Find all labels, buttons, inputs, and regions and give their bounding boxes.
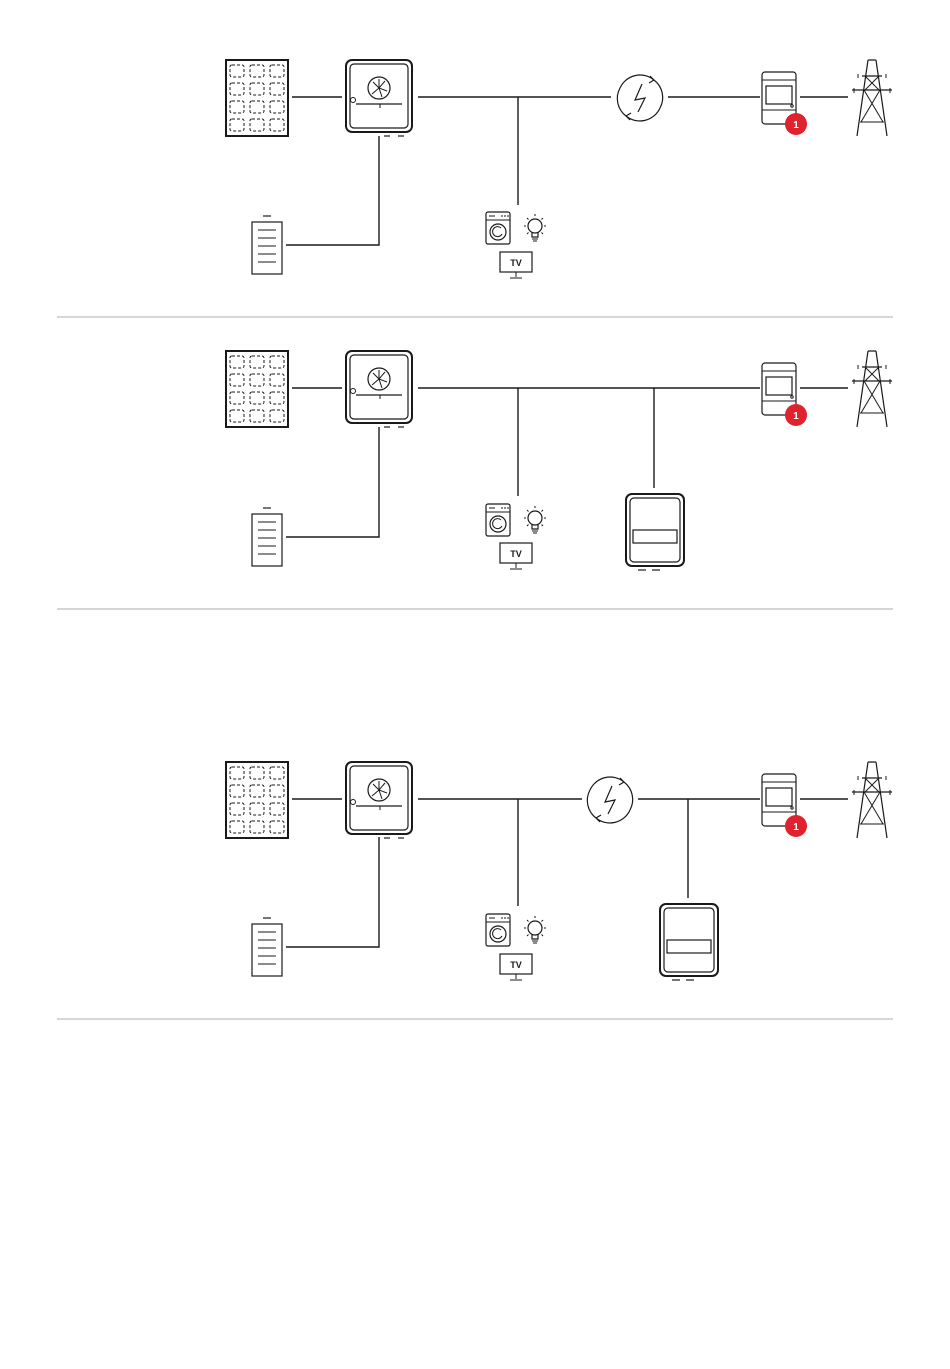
washing-machine-icon	[486, 914, 510, 946]
household-loads-icon: TV	[486, 212, 546, 278]
inverter-icon	[346, 762, 412, 838]
svg-text:1: 1	[793, 411, 799, 422]
power-pylon-icon	[852, 60, 892, 136]
light-bulb-icon	[524, 506, 546, 533]
light-bulb-icon	[524, 214, 546, 241]
solar-panel-icon	[226, 762, 288, 838]
household-loads-icon: TV	[486, 914, 546, 980]
tv-icon: TV	[500, 954, 532, 980]
washing-machine-icon	[486, 212, 510, 244]
light-bulb-icon	[524, 916, 546, 943]
ac-converter-icon	[617, 75, 662, 121]
inverter-icon	[346, 351, 412, 427]
meter-badge: 1	[785, 815, 807, 837]
power-pylon-icon	[852, 762, 892, 838]
secondary-inverter-icon	[660, 904, 718, 980]
svg-text:1: 1	[793, 120, 799, 131]
inverter-icon	[346, 60, 412, 136]
secondary-inverter-icon	[626, 494, 684, 570]
ac-converter-icon	[587, 777, 632, 823]
tv-icon: TV	[500, 252, 532, 278]
battery-icon	[252, 918, 282, 976]
power-pylon-icon	[852, 351, 892, 427]
battery-icon	[252, 508, 282, 566]
household-loads-icon: TV	[486, 504, 546, 569]
solar-panel-icon	[226, 60, 288, 136]
battery-icon	[252, 216, 282, 274]
diagram-3: TV 1	[226, 762, 892, 980]
diagram-2: TV 1	[226, 351, 892, 570]
svg-text:TV: TV	[510, 960, 522, 970]
solar-panel-icon	[226, 351, 288, 427]
meter-badge: 1	[785, 113, 807, 135]
svg-text:TV: TV	[510, 549, 522, 559]
diagram-1: TV 1	[226, 60, 892, 278]
washing-machine-icon	[486, 504, 510, 536]
svg-text:TV: TV	[510, 258, 522, 268]
svg-text:1: 1	[793, 822, 799, 833]
tv-icon: TV	[500, 543, 532, 569]
meter-badge: 1	[785, 404, 807, 426]
